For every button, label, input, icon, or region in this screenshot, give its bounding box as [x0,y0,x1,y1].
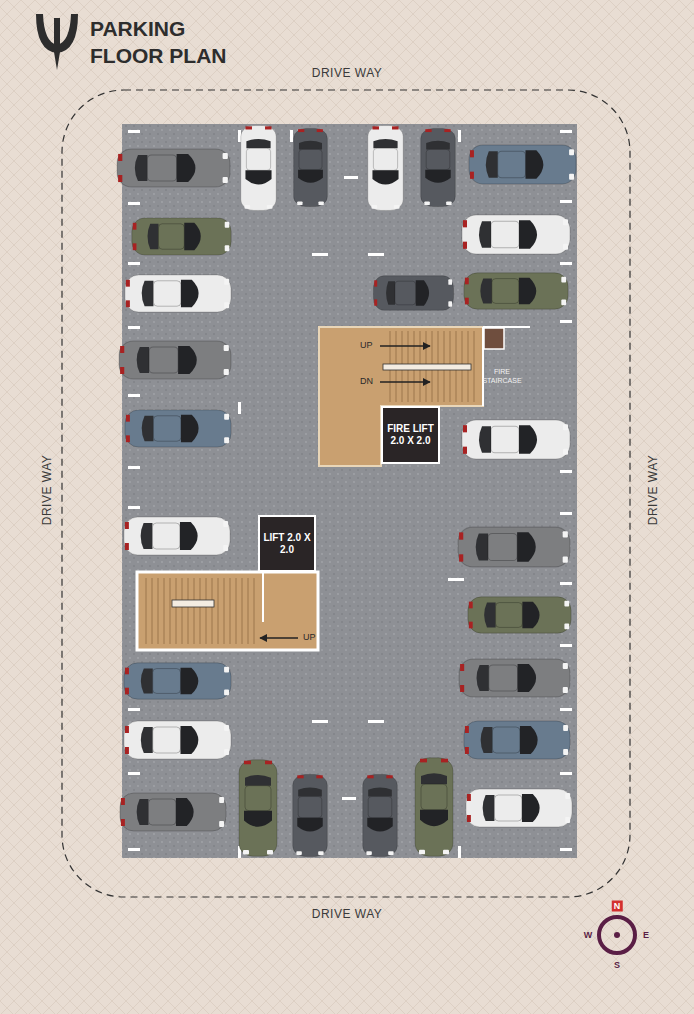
driveway-label: DRIVE WAY [646,455,660,526]
main-staircase: UP [137,572,319,650]
compass-east: E [643,930,649,941]
driveway-label: DRIVE WAY [40,455,54,526]
driveway-label: DRIVE WAY [312,907,383,921]
driveway-label: DRIVE WAY [312,66,383,80]
fire-staircase: UP DN [319,327,379,406]
lift-box: LIFT 2.0 X 2.0 [258,515,316,572]
compass-south: S [614,960,620,971]
compass-west: W [584,930,593,941]
compass-north: N [612,901,623,912]
fire-lift-box: FIRE LIFT 2.0 X 2.0 [381,406,440,464]
stair-direction: UP [303,632,316,643]
fire-staircase-label: FIRE STAIRCASE [479,367,525,385]
stair-direction: UP [360,340,373,351]
lift-label: FIRE LIFT 2.0 X 2.0 [386,423,435,447]
stair-direction: DN [360,376,373,387]
plan-title: PARKING FLOOR PLAN [90,15,230,69]
lift-label: LIFT 2.0 X 2.0 [263,532,311,556]
